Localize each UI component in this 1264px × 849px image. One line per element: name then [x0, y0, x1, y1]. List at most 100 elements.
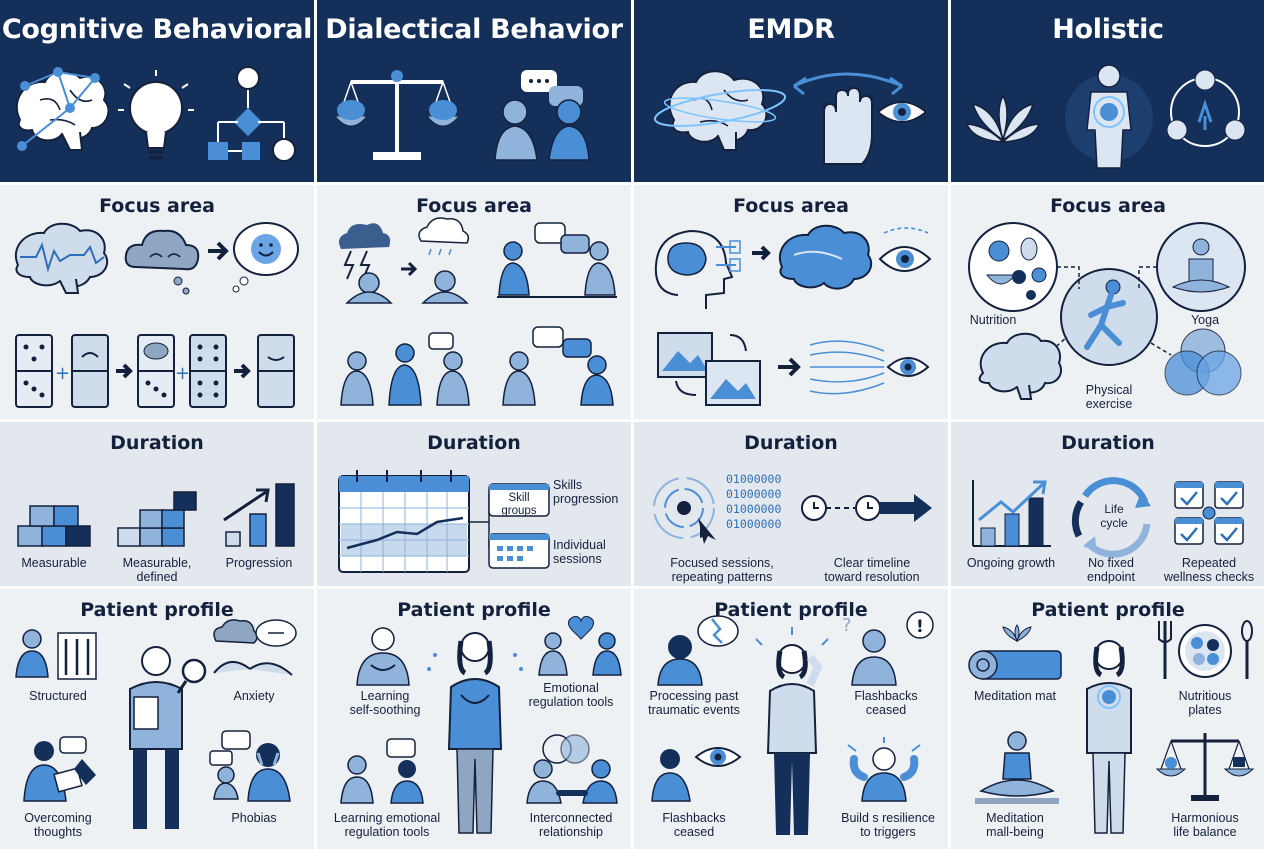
- focus-title-dbt: Focus area: [416, 195, 532, 217]
- duration-title-emdr: Duration: [744, 432, 838, 454]
- meditation-icon: [975, 731, 1059, 804]
- header-emdr: EMDR: [634, 0, 948, 182]
- growth-chart-icon: [972, 480, 1051, 547]
- emdr-profile-icons: ? !: [651, 611, 934, 835]
- domino-sequence-icon: + +: [15, 334, 295, 408]
- duration-label-skill-groups: Skill groups: [501, 492, 537, 517]
- cubes-icon: [17, 505, 91, 547]
- dbt-header-icons: [333, 70, 590, 161]
- distress-to-calm-icon: [339, 217, 470, 304]
- emdr-duration-icons: [653, 477, 932, 544]
- self-soothing-icon: [356, 627, 410, 686]
- holistic-focus-icons: [968, 222, 1246, 400]
- conversation-icon: [494, 70, 590, 161]
- duration-label-focused-sessions: Focused sessions, repeating patterns: [670, 556, 774, 584]
- bar-chart-icon: [223, 483, 295, 547]
- holistic-duration-icons: [972, 477, 1244, 558]
- header-cbt: Cognitive Behavioral: [0, 0, 314, 182]
- eye-icon: [876, 101, 928, 123]
- svg-text:+: +: [175, 363, 190, 384]
- duration-emdr: Duration 01000000 01000000 01000000 0100…: [634, 422, 948, 586]
- emdr-header-icons: [653, 70, 928, 165]
- lotus-icon: [965, 94, 1041, 143]
- focus-label-physical-exercise: Physical exercise: [1085, 383, 1133, 411]
- wellness-calendars-icon: [1174, 481, 1244, 545]
- focus-title-holistic: Focus area: [1050, 195, 1166, 217]
- cbt-duration-icons: [17, 483, 295, 547]
- center-person-icon: [1086, 640, 1132, 834]
- physical-exercise-icon: [1060, 268, 1158, 366]
- profile-label-self-soothing: Learning self-soothing: [349, 689, 421, 717]
- profile-label-processing-past: Processing past traumatic events: [648, 689, 740, 717]
- focus-dbt: Focus area: [317, 185, 631, 419]
- hand-icon: [823, 86, 873, 165]
- brain-waves-icon: [15, 222, 109, 294]
- eye-movement-arrow-icon: [793, 72, 903, 96]
- holistic-profile-icons: [968, 620, 1255, 834]
- bilateral-motion-lines: [809, 340, 885, 395]
- header-dbt: Dialectical Behavior: [317, 0, 631, 182]
- eye-flashback-icon: [651, 747, 742, 802]
- duration-title-holistic: Duration: [1061, 432, 1155, 454]
- holistic-header-icons: [965, 64, 1246, 169]
- profile-label-harmonious-balance: Harmonious life balance: [1171, 811, 1239, 839]
- profile-title-dbt: Patient profile: [397, 599, 551, 621]
- column-title-dbt: Dialectical Behavior: [325, 14, 623, 45]
- processing-trauma-icon: [657, 615, 739, 686]
- phobias-icon: [209, 730, 291, 802]
- overcoming-thoughts-icon: [23, 736, 96, 802]
- profile-title-cbt: Patient profile: [80, 599, 234, 621]
- duration-title-dbt: Duration: [427, 432, 521, 454]
- person-with-magnifier-icon: [129, 646, 207, 829]
- dbt-profile-icons: [340, 616, 622, 834]
- cycle-icon: [1166, 69, 1246, 147]
- brain-icon: [779, 224, 873, 290]
- svg-text:+: +: [55, 363, 70, 384]
- yoga-icon: [1156, 222, 1246, 312]
- duration-label-clear-timeline: Clear timeline toward resolution: [824, 556, 920, 584]
- flowchart-icon: [208, 66, 296, 162]
- calendar-icon: [338, 470, 490, 573]
- duration-binary-code: 01000000 01000000 01000000 01000000: [726, 472, 782, 531]
- flashbacks-ceased-icon: ? !: [842, 611, 934, 686]
- happy-bubble-icon: [232, 222, 299, 293]
- profile-label-interconnected-relationship: Interconnected relationship: [529, 811, 613, 839]
- stacked-cubes-icon: [117, 491, 197, 547]
- focus-target-icon: [653, 477, 716, 544]
- duration-title-cbt: Duration: [110, 432, 204, 454]
- profile-label-anxiety: Anxiety: [233, 689, 275, 703]
- profile-label-flashbacks-ceased-bottom: Flashbacks ceased: [662, 811, 726, 839]
- cycle-icon: [1071, 477, 1151, 558]
- column-title-emdr: EMDR: [747, 14, 835, 45]
- profile-title-holistic: Patient profile: [1031, 599, 1185, 621]
- profile-cbt: Patient profile: [0, 589, 314, 849]
- duration-label-ongoing-growth: Ongoing growth: [966, 556, 1056, 570]
- column-title-holistic: Holistic: [1052, 14, 1164, 45]
- profile-label-meditation-mat: Meditation mat: [974, 689, 1056, 703]
- focus-label-yoga: Yoga: [1190, 313, 1220, 327]
- emotional-tools-icon: [538, 616, 622, 676]
- center-person-icon: [755, 627, 829, 835]
- profile-dbt: Patient profile: [317, 589, 631, 849]
- brain-icon: [653, 70, 787, 151]
- arrow-icon: [752, 245, 771, 261]
- duration-label-repeated-wellness-checks: Repeated wellness checks: [1163, 556, 1255, 584]
- svg-text:!: !: [916, 617, 924, 637]
- lightbulb-icon: [118, 70, 194, 160]
- clock-timeline-icon: [801, 494, 932, 522]
- profile-label-phobias: Phobias: [231, 811, 277, 825]
- focus-holistic: Focus area: [951, 185, 1264, 419]
- anxiety-thoughts-icon: [213, 619, 297, 676]
- head-processing-icon: [654, 229, 741, 309]
- eye-icon: [886, 357, 930, 377]
- focus-title-cbt: Focus area: [99, 195, 215, 217]
- column-title-cbt: Cognitive Behavioral: [1, 14, 313, 45]
- emdr-focus-icons: [654, 224, 932, 406]
- duration-dbt: Duration Skill grou: [317, 422, 631, 586]
- focus-cbt: Focus area: [0, 185, 314, 419]
- duration-label-life-cycle: Life cycle: [1100, 502, 1128, 530]
- profile-title-emdr: Patient profile: [714, 599, 868, 621]
- profile-emdr: Patient profile ? !: [634, 589, 948, 849]
- profile-label-emotional-regulation-tools: Emotional regulation tools: [528, 681, 614, 709]
